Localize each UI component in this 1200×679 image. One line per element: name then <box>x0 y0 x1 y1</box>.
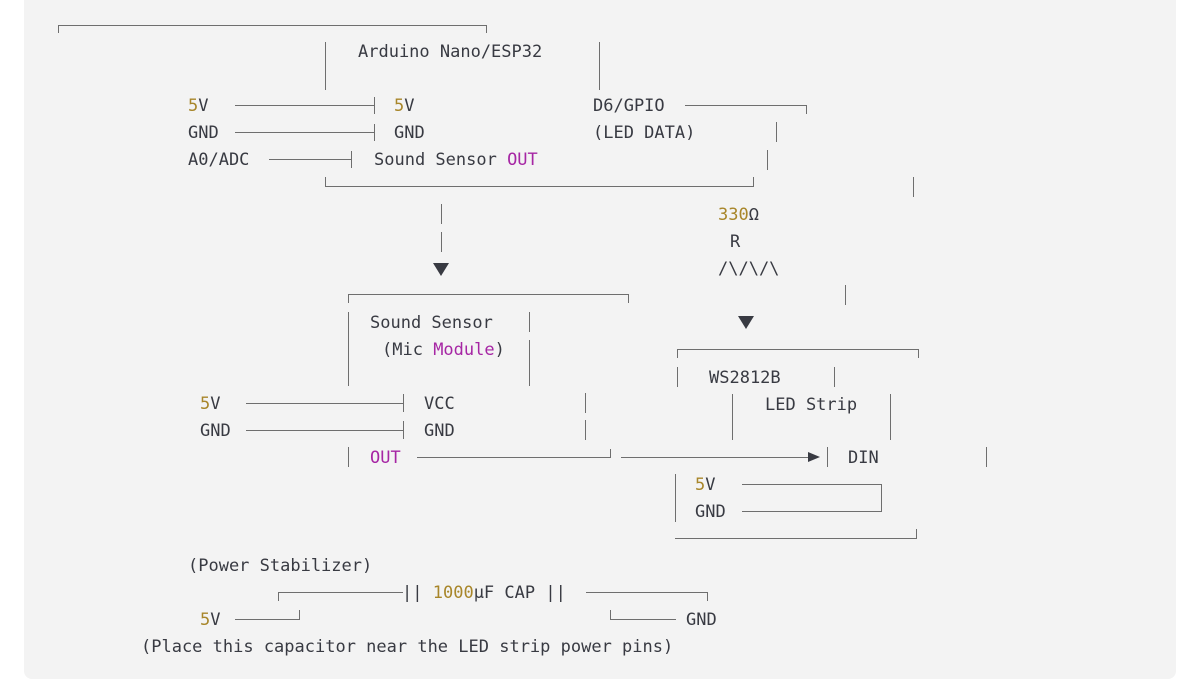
cap-wire-left-bottom-tick <box>299 610 300 620</box>
wire-d6-v1 <box>776 122 777 142</box>
mcu-left-pin-gnd: GND <box>188 123 219 143</box>
sound-box-right-line-2 <box>585 420 586 440</box>
sound-vcc-tick <box>403 394 404 412</box>
led-power-pin-5v: 5V <box>695 475 716 495</box>
led-din-tick <box>827 447 828 467</box>
arrow-right-din-icon <box>808 452 820 462</box>
resistor-value: 330Ω <box>718 205 759 225</box>
led-box-inner-left <box>732 394 733 440</box>
sound-box-right-line-1 <box>585 393 586 413</box>
mcu-box-top <box>58 25 487 26</box>
capacitor-note: (Place this capacitor near the LED strip… <box>141 637 674 657</box>
sound-inner-pin-gnd: GND <box>424 421 455 441</box>
mcu-left-pin-a0: A0/ADC <box>188 150 250 170</box>
cap-wire-right-bottom <box>610 619 676 620</box>
led-box-inner-right-1 <box>834 367 835 387</box>
led-box-top-right-tick <box>918 349 919 358</box>
wire-sound-out-tick <box>610 449 611 458</box>
wire-a0-mcu <box>269 159 351 160</box>
wire-resistor-v <box>845 285 846 305</box>
code-block: Arduino Nano/ESP32 5V 5V GND GND A0/ADC … <box>24 0 1176 679</box>
sound-left-pin-5v: 5V <box>200 394 221 414</box>
capacitor-right-pin: GND <box>686 610 717 630</box>
cap-wire-right-bottom-tick <box>610 610 611 620</box>
led-power-left-edge <box>675 474 676 522</box>
led-box-top <box>677 349 919 350</box>
mcu-box-top-left-tick <box>58 25 59 33</box>
sound-box-left-edge <box>348 312 349 386</box>
mcu-box-left-edge <box>325 42 326 90</box>
mcu-a0-pin-tick <box>351 151 352 168</box>
sound-box-right-edge-2 <box>529 340 530 386</box>
wire-data-to-din <box>621 457 809 458</box>
stray-right-line-2 <box>986 447 987 467</box>
wire-d6-tick <box>806 105 807 114</box>
cap-wire-right-top <box>586 592 708 593</box>
wire-5v-mcu <box>235 105 375 106</box>
sound-sensor-subtitle: (Mic Module) <box>382 340 505 360</box>
cap-wire-left-top-tick <box>278 592 279 601</box>
mcu-5v-pin-tick <box>374 97 375 114</box>
capacitor-symbol: || 1000μF CAP || <box>402 583 566 603</box>
stray-right-line-1 <box>913 177 914 197</box>
wire-gnd-mcu <box>235 132 375 133</box>
arrow-down-led-strip-icon <box>738 316 754 329</box>
resistor-symbol: /\/\/\ <box>718 259 780 279</box>
sound-out-left-edge <box>348 447 349 467</box>
mcu-box-bottom <box>325 186 753 187</box>
sound-out-pin: OUT <box>370 448 401 468</box>
sound-box-top-left-tick <box>348 294 349 303</box>
capacitor-heading: (Power Stabilizer) <box>188 556 373 576</box>
wire-led-power-join <box>881 484 882 512</box>
mcu-title: Arduino Nano/ESP32 <box>358 42 543 62</box>
cap-wire-left-top <box>278 592 403 593</box>
wire-to-sound-sensor-1 <box>441 204 442 224</box>
sound-left-pin-gnd: GND <box>200 421 231 441</box>
wire-sound-out <box>417 457 611 458</box>
sound-box-right-edge-1 <box>529 312 530 332</box>
mcu-left-pin-5v: 5V <box>188 96 209 116</box>
led-box-bottom-right-tick <box>916 529 917 539</box>
capacitor-left-pin: 5V <box>200 610 221 630</box>
wire-to-sound-sensor-2 <box>441 232 442 252</box>
wire-5v-sound <box>246 403 403 404</box>
mcu-data-pin-note: (LED DATA) <box>593 123 696 143</box>
mcu-box-bottom-right-tick <box>753 177 754 187</box>
mcu-box-right-edge <box>599 42 600 90</box>
wire-gnd-sound <box>246 430 403 431</box>
mcu-inner-pin-sound-out: Sound Sensor OUT <box>374 150 538 170</box>
cap-wire-right-top-tick <box>707 592 708 601</box>
arrow-down-sound-sensor-icon <box>433 263 449 276</box>
led-strip-subtitle: LED Strip <box>765 395 858 415</box>
sound-inner-pin-vcc: VCC <box>424 394 455 414</box>
led-din-pin: DIN <box>848 448 879 468</box>
mcu-box-top-right-tick <box>486 25 487 33</box>
sound-box-top <box>348 294 629 295</box>
wire-d6-out <box>685 105 807 106</box>
mcu-box-bottom-left-tick <box>325 177 326 187</box>
mcu-data-pin: D6/GPIO <box>593 96 665 116</box>
sound-gnd-tick <box>403 421 404 439</box>
led-box-right-edge <box>890 394 891 440</box>
wire-d6-v2 <box>767 150 768 170</box>
sound-sensor-title: Sound Sensor <box>370 313 493 333</box>
wire-led-gnd <box>742 511 882 512</box>
cap-wire-left-bottom <box>235 619 300 620</box>
led-strip-title: WS2812B <box>709 368 781 388</box>
mcu-gnd-pin-tick <box>374 124 375 141</box>
resistor-label: R <box>730 232 741 252</box>
mcu-inner-pin-5v: 5V <box>394 96 415 116</box>
mcu-inner-pin-gnd: GND <box>394 123 425 143</box>
led-box-bottom <box>675 538 917 539</box>
led-power-pin-gnd: GND <box>695 502 726 522</box>
led-box-left-edge-1 <box>677 367 678 387</box>
wire-led-5v <box>742 484 882 485</box>
led-box-top-left-tick <box>677 349 678 358</box>
sound-box-top-right-tick <box>628 294 629 303</box>
